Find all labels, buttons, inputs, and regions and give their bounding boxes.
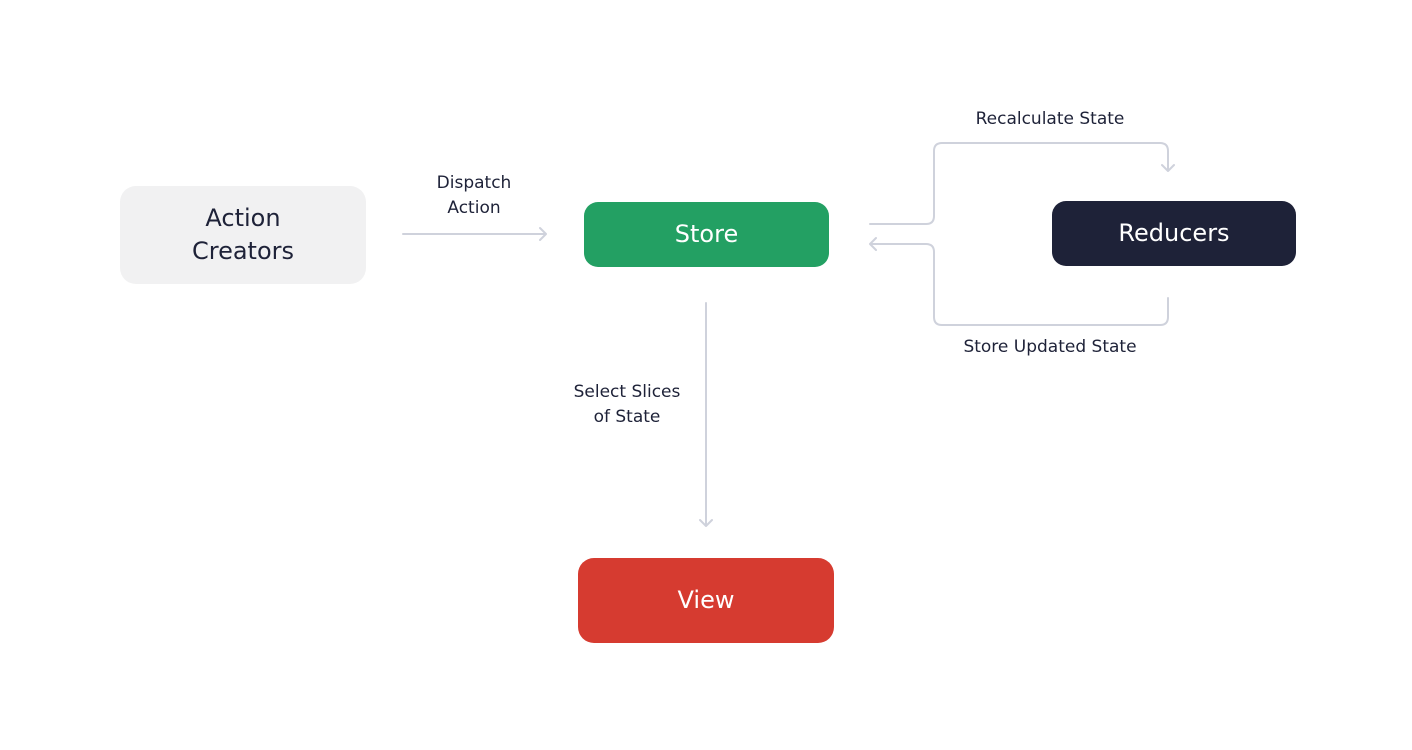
store-updated-state-arrow (869, 237, 1169, 326)
recalculate-state-label: Recalculate State (975, 109, 1125, 129)
select-slices-arrow (699, 302, 713, 527)
dispatch-action-arrow (402, 227, 547, 241)
dispatch-action-label: Dispatch Action (436, 173, 512, 218)
store-node: Store (584, 202, 829, 267)
select-slices-label: Select Slices of State (573, 382, 681, 427)
view-node: View (578, 558, 834, 643)
reducers-node: Reducers (1052, 201, 1296, 266)
store-updated-state-label: Store Updated State (963, 337, 1137, 357)
action-creators-node: Action Creators (120, 186, 366, 284)
recalculate-state-arrow (869, 142, 1175, 225)
